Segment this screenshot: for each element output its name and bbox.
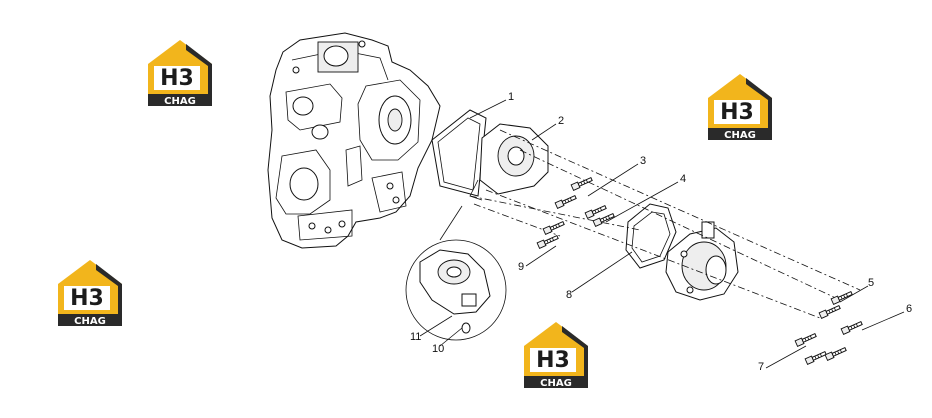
callout-10: 10	[432, 343, 444, 355]
watermark-logo: H3 CHAG	[524, 322, 588, 389]
callout-11: 11	[410, 331, 421, 343]
gasket-item-1	[431, 109, 487, 197]
logo-letters: H3	[160, 66, 194, 91]
logo-word: CHAG	[724, 130, 756, 141]
gasket-item-8	[625, 203, 677, 269]
logo-word: CHAG	[74, 316, 106, 327]
callout-6: 6	[906, 303, 912, 315]
callout-9: 9	[518, 261, 524, 273]
watermark-logo: H3 CHAG	[708, 74, 772, 141]
logo-letters: H3	[536, 348, 570, 373]
watermark-logo: H3 CHAG	[58, 260, 122, 327]
engine-housing	[267, 32, 441, 249]
callout-7: 7	[758, 361, 764, 373]
callout-8: 8	[566, 289, 572, 301]
logo-word: CHAG	[164, 96, 196, 107]
callout-5: 5	[868, 277, 874, 289]
logo-word: CHAG	[540, 378, 572, 389]
callout-4: 4	[680, 173, 686, 185]
leader-lines	[419, 99, 905, 369]
pump-cover-item-2	[469, 123, 549, 201]
logo-letters: H3	[720, 100, 754, 125]
callout-labels: 1 2 3 4 5 6 7 8 9 10 11	[410, 91, 912, 373]
water-pump-body	[665, 221, 739, 301]
logo-letters: H3	[70, 286, 104, 311]
callout-3: 3	[640, 155, 646, 167]
callout-1: 1	[508, 91, 514, 103]
watermark-logo: H3 CHAG	[148, 40, 212, 107]
detail-inset	[405, 205, 507, 341]
callout-2: 2	[558, 115, 564, 127]
